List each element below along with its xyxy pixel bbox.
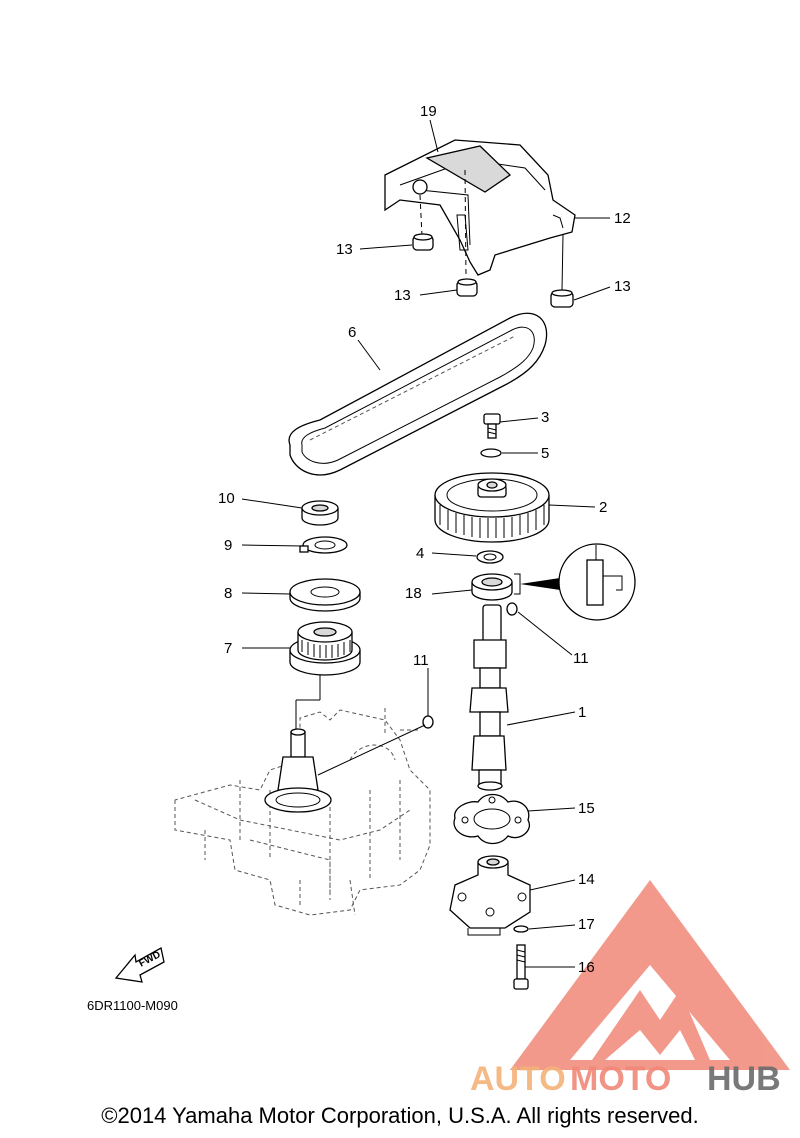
callout-1: 1 xyxy=(578,704,586,721)
callout-7: 7 xyxy=(224,640,232,657)
nut-10 xyxy=(301,500,339,526)
timing-belt-cover xyxy=(384,139,576,276)
fwd-arrow-icon: FWD xyxy=(114,947,165,983)
callout-15: 15 xyxy=(578,800,595,817)
callout-19: 19 xyxy=(420,103,437,120)
bolt-16 xyxy=(513,944,529,990)
watermark-logo xyxy=(510,880,790,1070)
callout-17: 17 xyxy=(578,916,595,933)
watermark-auto: AUTO xyxy=(470,1060,566,1098)
bolt-3 xyxy=(483,413,501,439)
callout-3: 3 xyxy=(541,409,549,426)
dowel-pin-11a xyxy=(506,602,518,616)
callout-13c: 13 xyxy=(614,278,631,295)
callout-8: 8 xyxy=(224,585,232,602)
detail-inset xyxy=(558,543,636,621)
callouts: 19 12 13 13 13 6 3 5 2 4 18 11 10 9 8 7 … xyxy=(218,103,631,976)
dowel-pin-11b xyxy=(422,715,434,729)
detail-pointer xyxy=(520,578,560,590)
callout-18: 18 xyxy=(405,585,422,602)
callout-6: 6 xyxy=(348,324,356,341)
crank-pulley-7 xyxy=(289,621,361,676)
watermark-m-mark xyxy=(592,990,710,1060)
washer-4 xyxy=(476,550,504,564)
callout-12: 12 xyxy=(614,210,631,227)
oil-seal-18 xyxy=(471,573,513,601)
copyright-notice: ©2014 Yamaha Motor Corporation, U.S.A. A… xyxy=(101,1103,699,1128)
callout-13b: 13 xyxy=(394,287,411,304)
watermark-text: AUTO MOTO HUB xyxy=(470,1060,781,1098)
engine-block-ghost xyxy=(174,708,431,916)
callout-10: 10 xyxy=(218,490,235,507)
grommet-13a xyxy=(412,233,434,251)
camshaft-pulley xyxy=(434,472,550,543)
callout-11b: 11 xyxy=(413,652,429,669)
callout-13a: 13 xyxy=(336,241,353,258)
callout-2: 2 xyxy=(599,499,607,516)
timing-belt xyxy=(288,312,548,476)
watermark-hub: HUB xyxy=(707,1060,781,1098)
callout-9: 9 xyxy=(224,537,232,554)
washer-5 xyxy=(480,448,502,458)
leader-lines xyxy=(241,119,611,968)
diagram-code: 6DR1100-M090 xyxy=(87,998,178,1013)
callout-16: 16 xyxy=(578,959,595,976)
watermark-moto: MOTO xyxy=(570,1060,671,1098)
washer-17 xyxy=(513,925,529,933)
camshaft xyxy=(469,604,509,791)
grommet-13b xyxy=(456,278,478,297)
callout-14: 14 xyxy=(578,871,595,888)
oil-pump-14 xyxy=(449,855,531,936)
callout-11a: 11 xyxy=(573,650,589,667)
callout-4: 4 xyxy=(416,545,424,562)
callout-5: 5 xyxy=(541,445,549,462)
grommet-13c xyxy=(550,289,574,308)
lock-washer-9 xyxy=(299,536,348,554)
plate-8 xyxy=(289,578,361,612)
gasket-15 xyxy=(453,793,531,845)
